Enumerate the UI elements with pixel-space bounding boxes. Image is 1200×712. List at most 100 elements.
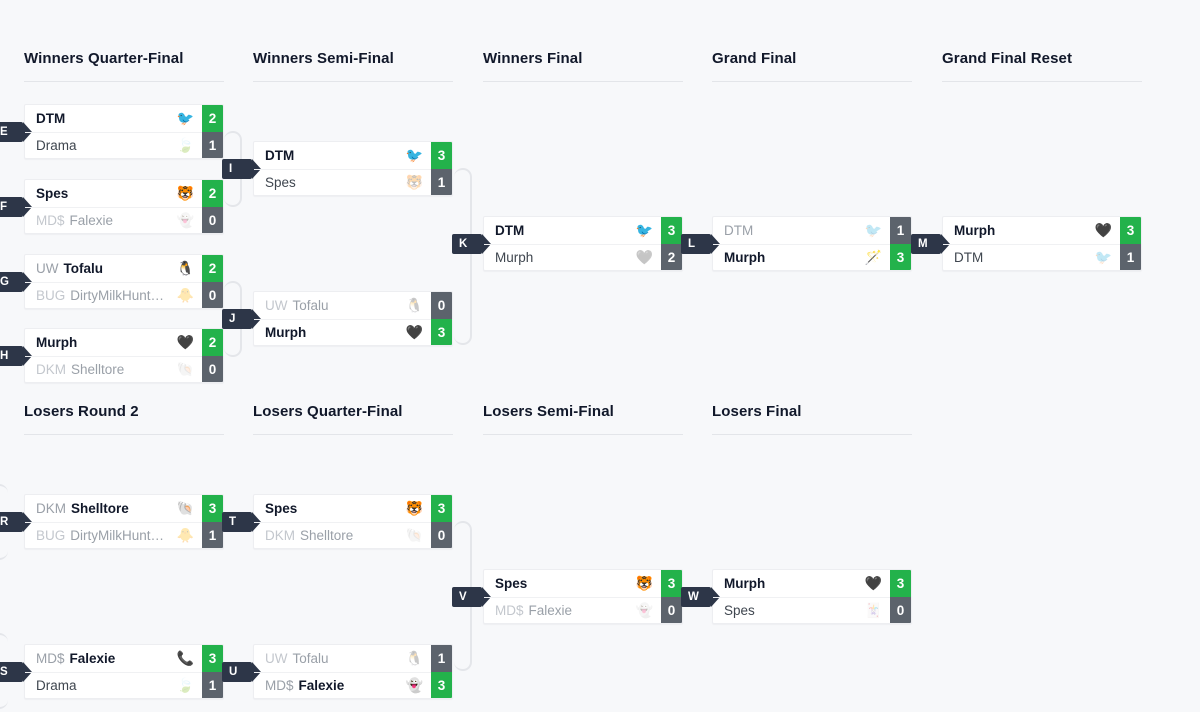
- round-heading-grand-final-reset: Grand Final Reset: [942, 50, 1142, 82]
- match-card[interactable]: UW Tofalu 🐧 1 MD$ Falexie 👻 3: [253, 644, 453, 699]
- bird-avatar: 🐦: [1094, 248, 1113, 265]
- competitor-name: Spes: [724, 603, 864, 618]
- match-card[interactable]: Murph 🖤 3 Spes 🃏 0: [712, 569, 912, 624]
- match-row-top[interactable]: UW Tofalu 🐧 0: [254, 292, 452, 319]
- leaf-avatar: 🍃: [176, 136, 195, 153]
- match-row-top[interactable]: Murph 🖤 2: [25, 329, 223, 356]
- match-card[interactable]: Spes 🐯 3 MD$ Falexie 👻 0: [483, 569, 683, 624]
- shell-avatar: 🐚: [405, 526, 424, 543]
- match-card[interactable]: DTM 🐦 3 Murph 🖤 2: [483, 216, 683, 271]
- match-R[interactable]: R DKM Shelltore 🐚 3 BUG DirtyMilkHunt… 🐥…: [0, 494, 224, 549]
- round-title: Losers Round 2: [24, 403, 139, 420]
- match-row-top[interactable]: DTM 🐦 3: [254, 142, 452, 169]
- score-badge: 1: [1120, 244, 1141, 270]
- match-row-top[interactable]: UW Tofalu 🐧 1: [254, 645, 452, 672]
- bird-avatar: 🐦: [864, 221, 883, 238]
- leaf-avatar: 🍃: [176, 676, 195, 693]
- player-nick: DirtyMilkHunt…: [70, 287, 165, 303]
- match-row-top[interactable]: Spes 🐯 3: [484, 570, 682, 597]
- match-row-bottom[interactable]: DTM 🐦 1: [943, 243, 1141, 270]
- score-badge: 3: [431, 142, 452, 169]
- match-card[interactable]: DTM 🐦 2 Drama 🍃 1: [24, 104, 224, 159]
- match-K[interactable]: K DTM 🐦 3 Murph 🖤 2: [452, 216, 683, 271]
- competitor-name: BUG DirtyMilkHunt…: [36, 288, 176, 303]
- team-tag: BUG: [36, 527, 66, 543]
- match-S[interactable]: S MD$ Falexie 📞 3 Drama 🍃 1: [0, 644, 224, 699]
- match-T[interactable]: T Spes 🐯 3 DKM Shelltore 🐚 0: [222, 494, 453, 549]
- wand-avatar: 🪄: [864, 248, 883, 265]
- match-row-top[interactable]: Murph 🖤 3: [713, 570, 911, 597]
- match-row-top[interactable]: MD$ Falexie 📞 3: [25, 645, 223, 672]
- player-nick: Spes: [724, 602, 755, 618]
- match-label: M: [911, 233, 950, 254]
- match-card[interactable]: Spes 🐯 2 MD$ Falexie 👻 0: [24, 179, 224, 234]
- match-row-top[interactable]: DTM 🐦 1: [713, 217, 911, 244]
- match-card[interactable]: UW Tofalu 🐧 2 BUG DirtyMilkHunt… 🐥 0: [24, 254, 224, 309]
- match-J[interactable]: J UW Tofalu 🐧 0 Murph 🖤 3: [222, 291, 453, 346]
- match-card[interactable]: Spes 🐯 3 DKM Shelltore 🐚 0: [253, 494, 453, 549]
- team-tag: UW: [265, 650, 288, 666]
- match-I[interactable]: I DTM 🐦 3 Spes 🐯 1: [222, 141, 453, 196]
- match-G[interactable]: G UW Tofalu 🐧 2 BUG DirtyMilkHunt… 🐥 0: [0, 254, 224, 309]
- match-row-top[interactable]: DTM 🐦 2: [25, 105, 223, 132]
- score-badge: 1: [202, 132, 223, 158]
- match-row-bottom[interactable]: Murph 🖤 3: [254, 318, 452, 345]
- match-row-top[interactable]: Spes 🐯 2: [25, 180, 223, 207]
- round-heading-losers-round-2: Losers Round 2: [24, 403, 224, 435]
- match-row-bottom[interactable]: Murph 🪄 3: [713, 243, 911, 270]
- competitor-name: DTM: [265, 148, 405, 163]
- match-U[interactable]: U UW Tofalu 🐧 1 MD$ Falexie 👻 3: [222, 644, 453, 699]
- match-row-bottom[interactable]: Murph 🖤 2: [484, 243, 682, 270]
- match-label: E: [0, 121, 32, 142]
- score-badge: 3: [890, 244, 911, 270]
- match-row-bottom[interactable]: Spes 🐯 1: [254, 168, 452, 195]
- match-V[interactable]: V Spes 🐯 3 MD$ Falexie 👻 0: [452, 569, 683, 624]
- competitor-name: Spes: [495, 576, 635, 591]
- phone-avatar: 📞: [176, 649, 195, 666]
- match-row-bottom[interactable]: BUG DirtyMilkHunt… 🐥 0: [25, 281, 223, 308]
- match-card[interactable]: Murph 🖤 2 DKM Shelltore 🐚 0: [24, 328, 224, 383]
- match-row-bottom[interactable]: Drama 🍃 1: [25, 671, 223, 698]
- match-H[interactable]: H Murph 🖤 2 DKM Shelltore 🐚 0: [0, 328, 224, 383]
- match-card[interactable]: DTM 🐦 1 Murph 🪄 3: [712, 216, 912, 271]
- match-row-bottom[interactable]: DKM Shelltore 🐚 0: [254, 521, 452, 548]
- round-heading-losers-quarter-final: Losers Quarter-Final: [253, 403, 453, 435]
- match-row-bottom[interactable]: MD$ Falexie 👻 3: [254, 671, 452, 698]
- match-card[interactable]: Murph 🖤 3 DTM 🐦 1: [942, 216, 1142, 271]
- round-title: Losers Final: [712, 403, 802, 420]
- match-label: G: [0, 271, 32, 292]
- round-heading-losers-semi-final: Losers Semi-Final: [483, 403, 683, 435]
- match-row-top[interactable]: DKM Shelltore 🐚 3: [25, 495, 223, 522]
- match-card[interactable]: DKM Shelltore 🐚 3 BUG DirtyMilkHunt… 🐥 1: [24, 494, 224, 549]
- match-card[interactable]: UW Tofalu 🐧 0 Murph 🖤 3: [253, 291, 453, 346]
- match-card[interactable]: DTM 🐦 3 Spes 🐯 1: [253, 141, 453, 196]
- player-nick: DTM: [724, 222, 754, 238]
- match-row-bottom[interactable]: DKM Shelltore 🐚 0: [25, 355, 223, 382]
- team-tag: MD$: [36, 650, 65, 666]
- match-card[interactable]: MD$ Falexie 📞 3 Drama 🍃 1: [24, 644, 224, 699]
- match-row-top[interactable]: Murph 🖤 3: [943, 217, 1141, 244]
- competitor-name: DKM Shelltore: [36, 501, 176, 516]
- match-row-top[interactable]: Spes 🐯 3: [254, 495, 452, 522]
- player-nick: DTM: [265, 147, 295, 163]
- match-row-bottom[interactable]: Spes 🃏 0: [713, 596, 911, 623]
- match-row-bottom[interactable]: Drama 🍃 1: [25, 131, 223, 158]
- match-row-top[interactable]: UW Tofalu 🐧 2: [25, 255, 223, 282]
- round-title: Winners Semi-Final: [253, 50, 394, 67]
- match-row-bottom[interactable]: MD$ Falexie 👻 0: [25, 206, 223, 233]
- match-label: K: [452, 233, 491, 254]
- score-badge: 3: [661, 570, 682, 597]
- match-W[interactable]: W Murph 🖤 3 Spes 🃏 0: [681, 569, 912, 624]
- match-F[interactable]: F Spes 🐯 2 MD$ Falexie 👻 0: [0, 179, 224, 234]
- player-nick: Falexie: [69, 212, 114, 228]
- team-tag: DKM: [36, 361, 66, 377]
- match-M[interactable]: M Murph 🖤 3 DTM 🐦 1: [911, 216, 1142, 271]
- match-row-bottom[interactable]: BUG DirtyMilkHunt… 🐥 1: [25, 521, 223, 548]
- competitor-name: Murph: [724, 250, 864, 265]
- match-label: T: [222, 511, 261, 532]
- match-row-top[interactable]: DTM 🐦 3: [484, 217, 682, 244]
- match-row-bottom[interactable]: MD$ Falexie 👻 0: [484, 596, 682, 623]
- match-E[interactable]: E DTM 🐦 2 Drama 🍃 1: [0, 104, 224, 159]
- match-L[interactable]: L DTM 🐦 1 Murph 🪄 3: [681, 216, 912, 271]
- match-label: F: [0, 196, 32, 217]
